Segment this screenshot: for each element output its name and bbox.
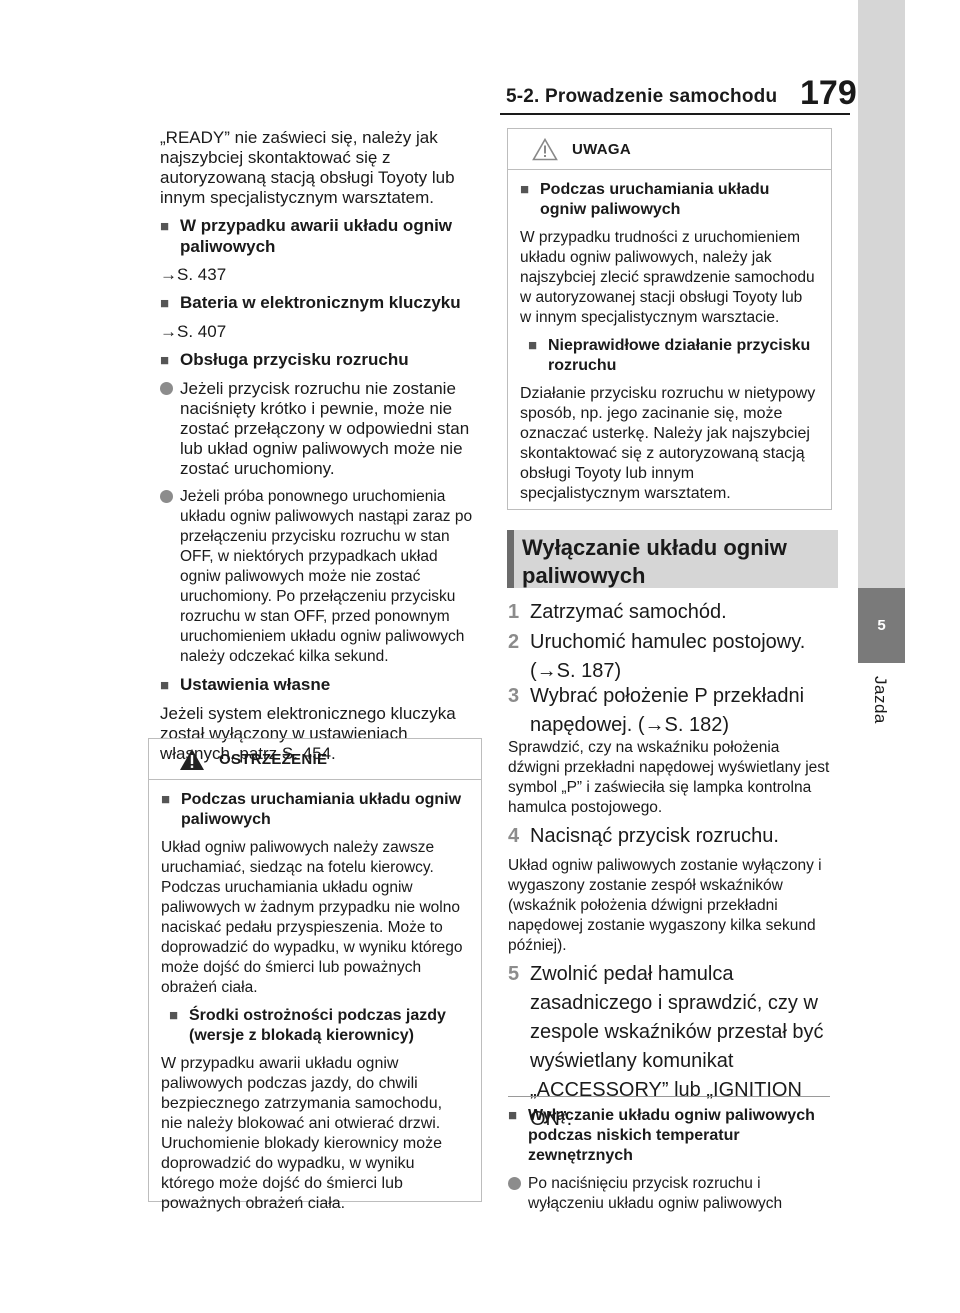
- heading-key-battery: ■Bateria w elektronicznym kluczyku: [160, 293, 461, 312]
- chapter-number-tab: 5: [858, 588, 905, 663]
- step-3-note: Sprawdzić, czy na wskaźniku położenia dź…: [508, 739, 830, 816]
- section-header: 5-2. Prowadzenie samochodu: [506, 86, 778, 107]
- caution-paragraph-button: Działanie przycisku rozruchu w nietypowy…: [520, 385, 816, 502]
- heading-fuel-cell-failure: ■W przypadku awarii układu ogniw paliwow…: [160, 216, 453, 256]
- bottom-section: ■Wyłączanie układu ogniw paliwowych podc…: [508, 1106, 830, 1222]
- warning-box: OSTRZEŻENIE ■Podczas uruchamiania układu…: [148, 738, 482, 1212]
- bullet-item: Jeżeli próba ponownego uruchomienia ukła…: [160, 487, 480, 667]
- square-bullet-icon: ■: [160, 218, 170, 235]
- page-ref-437: →S. 437: [160, 265, 227, 284]
- caution-triangle-icon: [532, 138, 558, 161]
- square-bullet-icon: ■: [160, 677, 170, 694]
- caution-heading-button: ■Nieprawidłowe działanie przycisku rozru…: [528, 337, 811, 374]
- circle-bullet-icon: [508, 1177, 521, 1190]
- caution-box: UWAGA ■Podczas uruchamiania układu ogniw…: [507, 128, 832, 510]
- bullet-item: Jeżeli przycisk rozruchu nie zostanie na…: [160, 379, 480, 479]
- circle-bullet-icon: [160, 490, 173, 503]
- warning-heading-driving: ■Środki ostrożności podczas jazdy (wersj…: [169, 1007, 446, 1044]
- header-rule: [500, 113, 850, 115]
- heading-low-temperature: ■Wyłączanie układu ogniw paliwowych podc…: [508, 1107, 815, 1164]
- warning-paragraph-driving: W przypadku awarii układu ogniw paliwowy…: [161, 1055, 443, 1212]
- warning-heading-start: ■Podczas uruchamiania układu ogniw paliw…: [161, 791, 462, 828]
- warning-box-title: OSTRZEŻENIE: [149, 739, 481, 780]
- caution-box-title: UWAGA: [508, 129, 831, 170]
- warning-paragraph-start: Układ ogniw paliwowych należy zawsze uru…: [161, 839, 463, 996]
- circle-bullet-icon: [160, 382, 173, 395]
- square-bullet-icon: ■: [520, 181, 530, 198]
- square-bullet-icon: ■: [161, 791, 171, 808]
- left-column: „READY” nie zaświeci się, należy jak naj…: [160, 128, 480, 772]
- square-bullet-icon: ■: [528, 337, 538, 354]
- warning-triangle-icon: [180, 749, 204, 770]
- step-4-note: Układ ogniw paliwowych zostanie wyłączon…: [508, 857, 822, 954]
- heading-start-button: ■Obsługa przycisku rozruchu: [160, 350, 409, 369]
- section-title-banner: Wyłączanie układu ogniw paliwowych: [507, 530, 838, 588]
- square-bullet-icon: ■: [508, 1107, 518, 1124]
- square-bullet-icon: ■: [160, 295, 170, 312]
- caution-heading-start: ■Podczas uruchamiania układu ogniw paliw…: [520, 181, 770, 218]
- page-ref-407: →S. 407: [160, 322, 227, 341]
- section-title: Wyłączanie układu ogniw paliwowych: [522, 535, 787, 588]
- caution-paragraph-start: W przypadku trudności z uruchomieniem uk…: [520, 229, 815, 326]
- page-number: 179: [800, 74, 857, 112]
- heading-custom-settings: ■Ustawienia własne: [160, 675, 331, 694]
- square-bullet-icon: ■: [169, 1007, 179, 1024]
- section-divider: [508, 1096, 830, 1097]
- chapter-tab-strip: [858, 0, 905, 588]
- bullet-item: Po naciśnięciu przycisk rozruchu i wyłąc…: [508, 1174, 830, 1214]
- square-bullet-icon: ■: [160, 352, 170, 369]
- chapter-label: Jazda: [871, 676, 890, 724]
- intro-paragraph: „READY” nie zaświeci się, należy jak naj…: [160, 128, 455, 207]
